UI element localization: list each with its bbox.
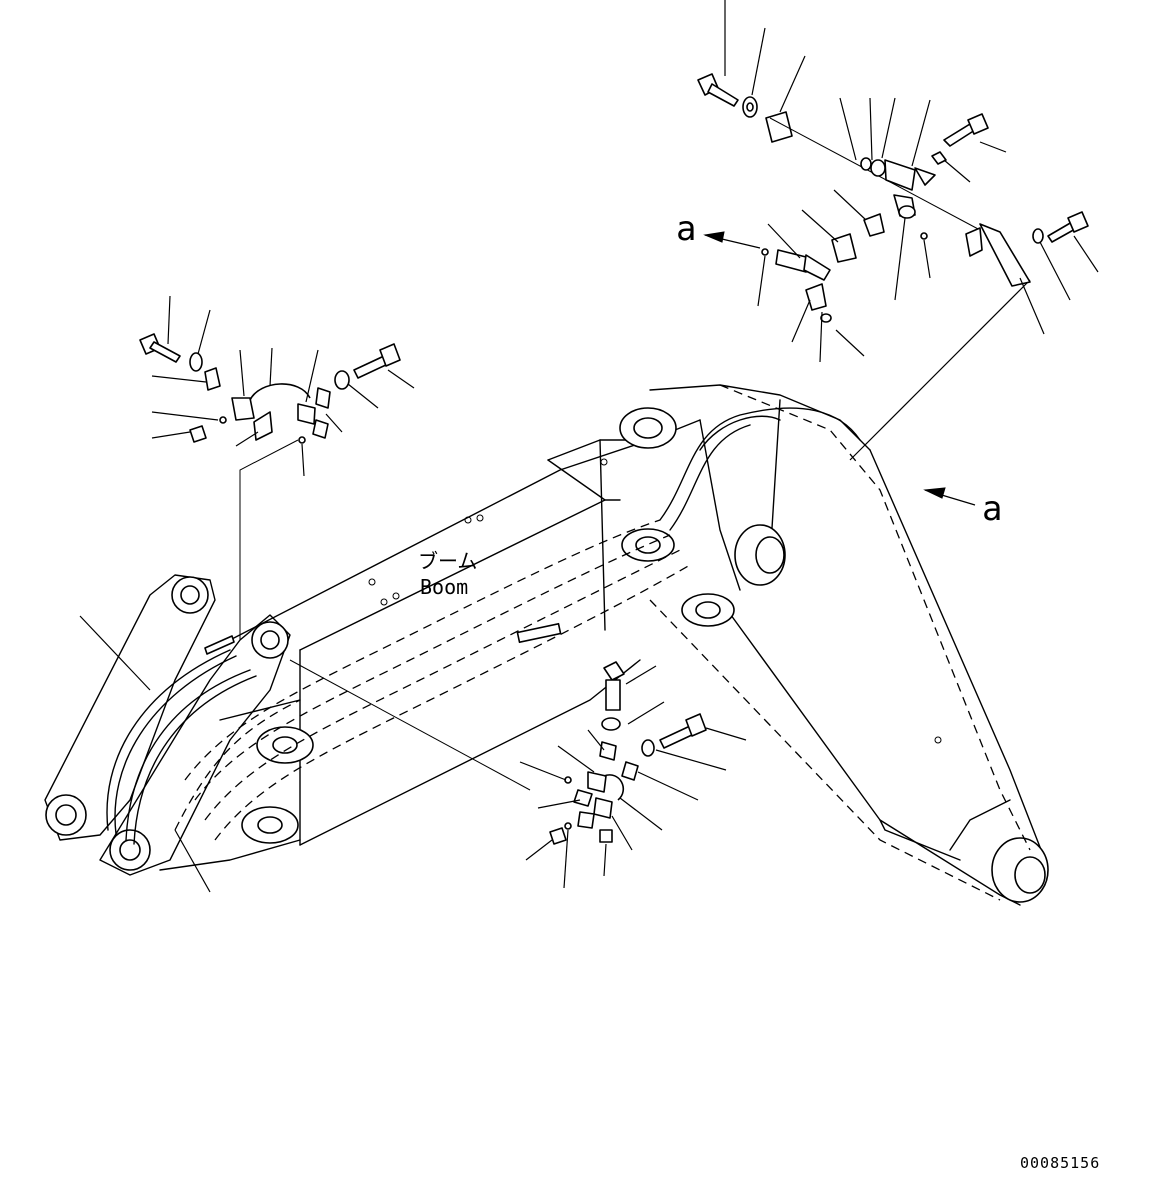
boom-body [229, 384, 1049, 906]
upper-left-exploded [139, 333, 401, 640]
view-marker-body: a [982, 489, 1002, 529]
boom-label-en: Boom [420, 575, 468, 599]
boom-foot-bracket [44, 574, 314, 876]
boom-label-jp: ブーム [418, 549, 477, 573]
hidden-hose-routes [174, 407, 861, 841]
drawing-number: 00085156 [1020, 1154, 1100, 1172]
callout-leaders [79, 0, 1099, 893]
detail-a-exploded [697, 73, 1089, 323]
lower-center-exploded [289, 659, 707, 845]
boom-label: ブーム Boom [418, 549, 477, 599]
view-marker-detail: a [676, 209, 696, 249]
view-marker-group: a a [676, 209, 1031, 529]
